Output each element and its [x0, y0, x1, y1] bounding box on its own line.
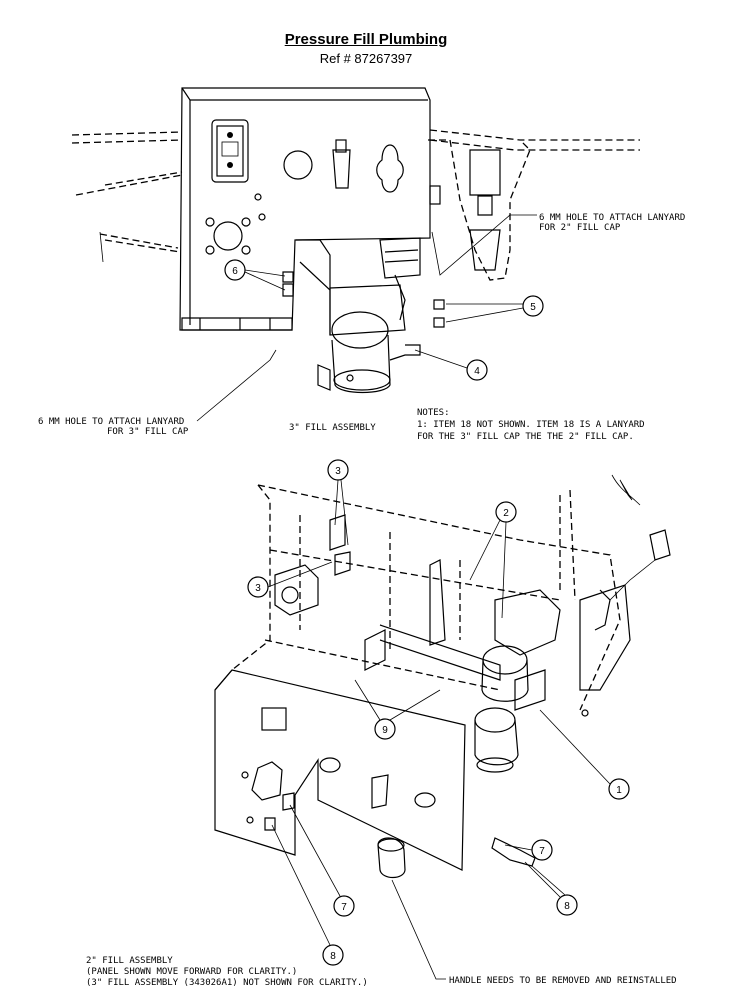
callout-7-left: 7 [341, 902, 347, 913]
3in-assembly-note: (3" FILL ASSEMBLY (343026A1) NOT SHOWN F… [86, 978, 368, 988]
callout-2: 2 [503, 508, 509, 519]
callout-9: 9 [382, 725, 388, 736]
lanyard-2in-label: 6 MM HOLE TO ATTACH LANYARD [539, 213, 685, 223]
callout-8-left: 8 [330, 951, 336, 962]
callout-5: 5 [530, 302, 536, 313]
callout-8-right: 8 [564, 901, 570, 912]
top-view-drawing: 6 5 4 [71, 87, 640, 422]
lanyard-2in-label-cont: FOR 2" FILL CAP [539, 223, 621, 233]
bottom-view-drawing: 3 3 2 9 1 7 8 7 8 [214, 459, 671, 980]
reference-number: Ref # 87267397 [319, 51, 413, 66]
callout-3-left: 3 [255, 583, 261, 594]
callout-4: 4 [474, 366, 480, 377]
notes-item-1: 1: ITEM 18 NOT SHOWN. ITEM 18 IS A LANYA… [417, 420, 645, 430]
page-title: Pressure Fill Plumbing [284, 31, 448, 48]
callout-1: 1 [616, 785, 622, 796]
notes-item-1-cont: FOR THE 3" FILL CAP THE THE 2" FILL CAP. [417, 432, 634, 442]
notes-heading: NOTES: [417, 408, 450, 418]
lanyard-3in-label-cont: FOR 3" FILL CAP [107, 427, 189, 437]
callout-3-top: 3 [335, 466, 341, 477]
callout-6: 6 [232, 266, 238, 277]
callout-7-right: 7 [539, 846, 545, 857]
handle-note: HANDLE NEEDS TO BE REMOVED AND REINSTALL… [449, 976, 677, 986]
lanyard-3in-label: 6 MM HOLE TO ATTACH LANYARD [38, 417, 184, 427]
2in-assembly-note: (PANEL SHOWN MOVE FORWARD FOR CLARITY.) [86, 967, 297, 977]
2in-assembly-label: 2" FILL ASSEMBLY [86, 956, 173, 966]
3in-assembly-label: 3" FILL ASSEMBLY [289, 423, 376, 433]
